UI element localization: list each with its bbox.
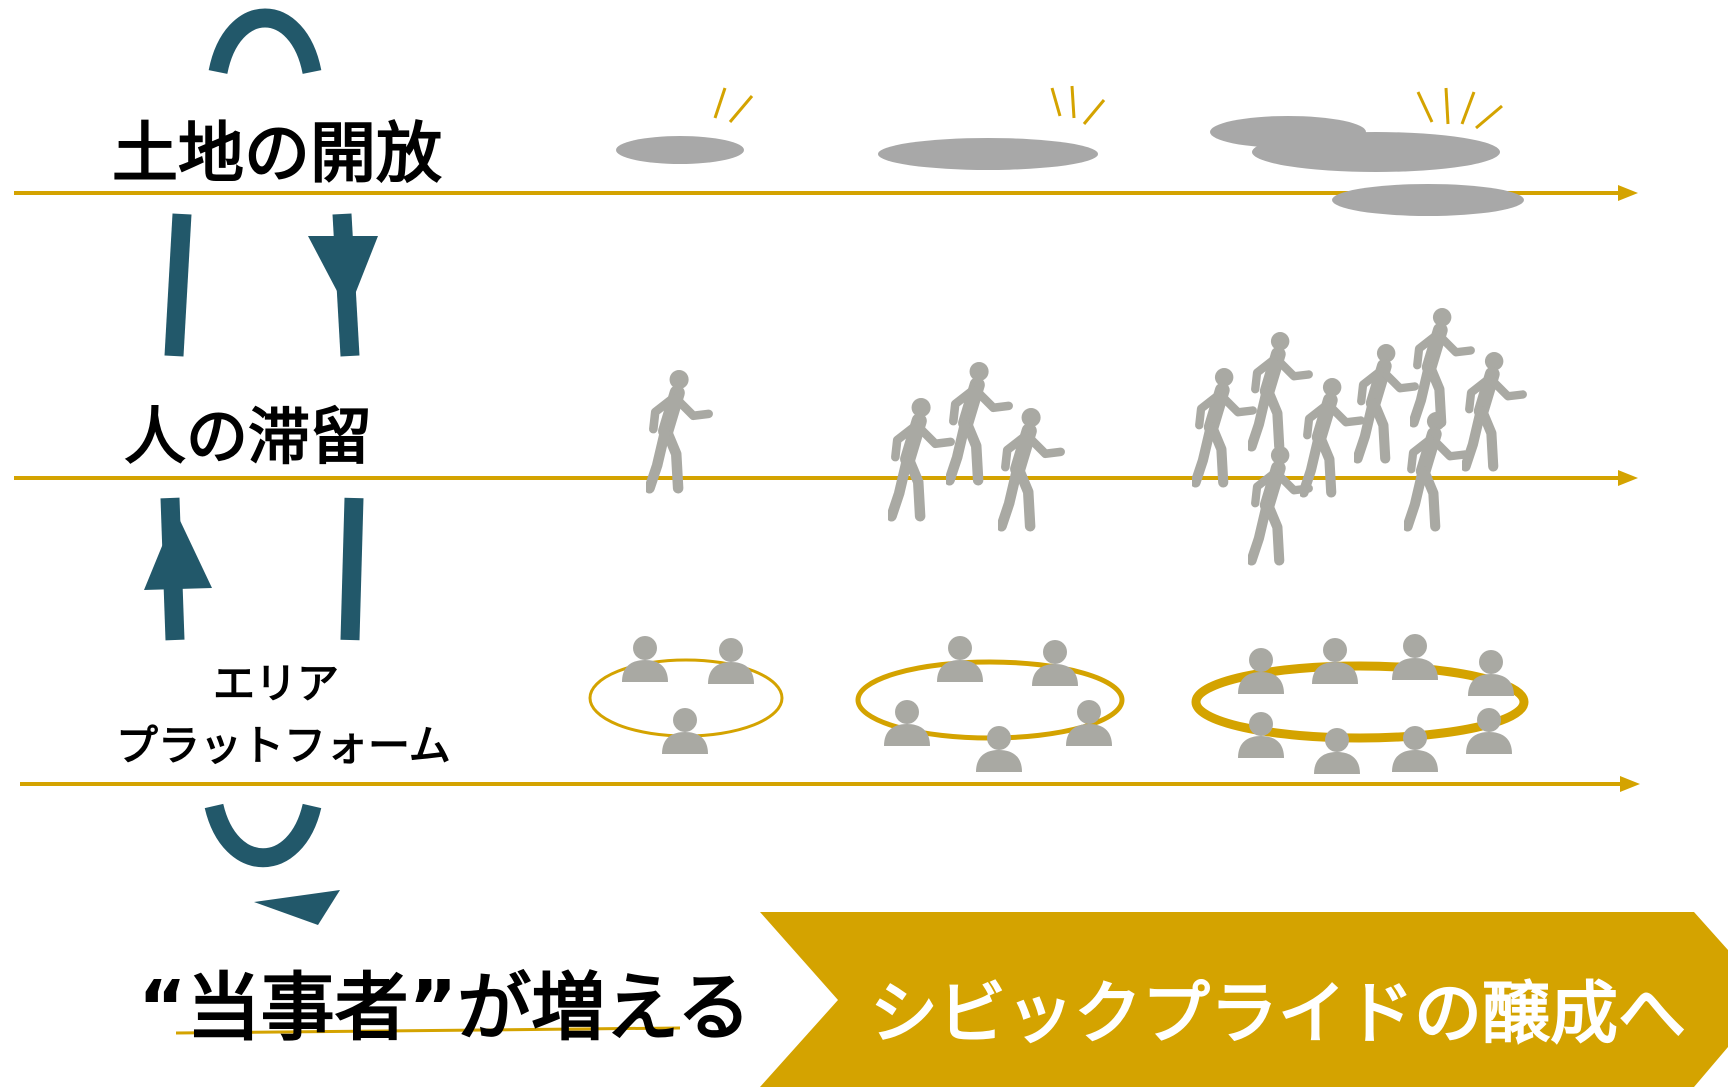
land-stage-1: [616, 87, 754, 164]
platform-stage-3: [1191, 634, 1529, 774]
up-arrow-head-icon: [144, 512, 212, 590]
walking-person-icon: [1414, 308, 1471, 422]
cycle-left-upper: [164, 213, 192, 357]
result-underline: [175, 1026, 681, 1035]
person-bust-icon: [1066, 700, 1112, 746]
cycle-bottom-arc: [204, 803, 322, 868]
timeline-people: [14, 470, 1638, 486]
circle-ring-icon: [1191, 661, 1529, 743]
result-label: “当事者”が増える: [138, 965, 752, 1051]
walking-person-icon: [1408, 412, 1465, 526]
person-bust-icon: [622, 636, 668, 682]
person-bust-icon: [1312, 638, 1358, 684]
land-stage-3: [1210, 87, 1524, 216]
down-arrow-head-icon: [308, 236, 378, 312]
walking-person-icon: [1002, 408, 1061, 526]
land-patch-icon: [1252, 132, 1500, 172]
row-label-area: エリア: [213, 659, 340, 708]
walking-person-icon: [1252, 332, 1309, 446]
land-patch-icon: [1332, 184, 1524, 216]
person-bust-icon: [662, 708, 708, 754]
land-patch-icon: [878, 138, 1098, 170]
platform-stage-2: [855, 636, 1125, 772]
person-bust-icon: [976, 726, 1022, 772]
civic-pride-banner: [760, 912, 1728, 1087]
sparkle-icon: [713, 87, 754, 123]
people-stage-3: [1196, 308, 1523, 560]
sparkle-icon: [1050, 85, 1106, 125]
people-stage-1: [650, 370, 709, 488]
walking-person-icon: [1252, 446, 1309, 560]
walking-person-icon: [1304, 378, 1361, 492]
row-label-people-stay: 人の滞留: [124, 400, 373, 473]
cycle-right-lower: [340, 497, 364, 641]
right-arrow-head-icon: [254, 890, 340, 925]
sparkle-icon: [1416, 87, 1503, 130]
walking-person-icon: [1196, 368, 1253, 482]
walking-person-icon: [1466, 352, 1523, 466]
person-bust-icon: [937, 636, 983, 682]
cycle-top-arc: [208, 8, 322, 75]
platform-stage-1: [588, 636, 784, 754]
row-label-land-open: 土地の開放: [112, 115, 442, 192]
row-label-platform: プラットフォーム: [116, 721, 451, 770]
people-stage-2: [892, 362, 1061, 526]
walking-person-icon: [650, 370, 709, 488]
walking-person-icon: [1358, 344, 1415, 458]
timeline-platform: [20, 776, 1640, 792]
person-bust-icon: [1392, 634, 1438, 680]
walking-person-icon: [950, 362, 1009, 480]
land-stage-2: [878, 85, 1106, 170]
land-patch-icon: [616, 136, 744, 164]
banner-label: シビックプライドの醸成へ: [870, 975, 1687, 1054]
walking-person-icon: [892, 398, 951, 516]
